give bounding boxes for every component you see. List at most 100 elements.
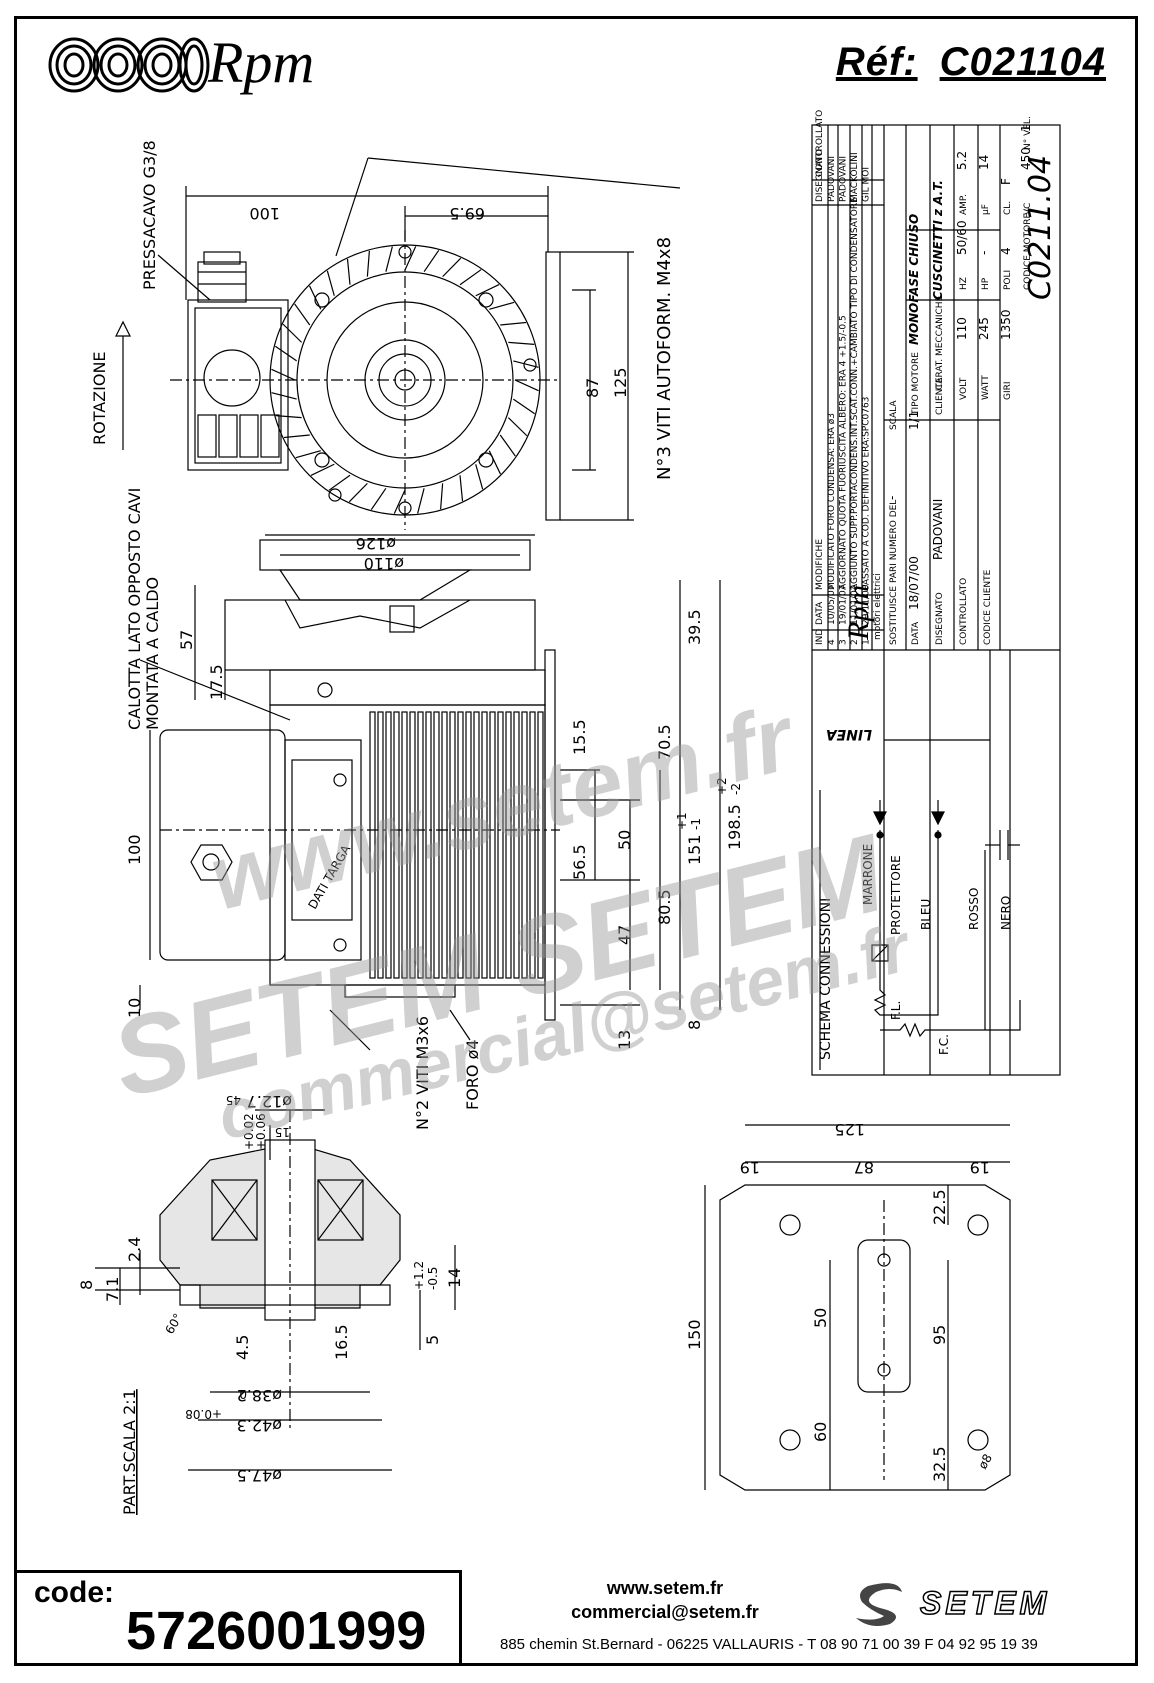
tb-poli: 4 [999, 247, 1013, 255]
cooling-fin [514, 379, 539, 392]
tb-giri-label: GIRI [1003, 381, 1013, 400]
top-view [115, 157, 681, 530]
tb-nvel: 1 [1019, 124, 1033, 132]
tb-volt: 110 [955, 317, 969, 340]
revision-date: 29/11/00 [862, 584, 872, 625]
body-rib [385, 711, 392, 979]
cooling-fin [385, 246, 393, 272]
tb-watt: 245 [977, 317, 991, 340]
tb-nvel-label: N° VEL. [1023, 116, 1033, 150]
tb-scala: 1/1 [907, 411, 921, 430]
body-rib [457, 711, 464, 979]
title-block [811, 124, 1061, 1076]
body-rib [401, 711, 408, 979]
dim-tol-12: +1.2 [412, 1261, 426, 1290]
dim-8-detail: 8 [77, 1280, 96, 1290]
cooling-fin [423, 249, 440, 273]
revision-date: 10/05/07 [827, 585, 837, 625]
body-rib [449, 711, 456, 979]
dim-13: 13 [615, 1030, 634, 1050]
cooling-fin [310, 463, 335, 476]
dim-87-top: 87 [583, 378, 602, 398]
wiring-schema [819, 790, 1021, 1070]
dim-tol-006: +0.06 [254, 1113, 268, 1150]
cooling-fin [442, 257, 462, 278]
cooling-fin [295, 450, 321, 459]
cooling-fin [328, 474, 351, 491]
schema-fc: F.C. [937, 1034, 951, 1055]
dim-15-5: 15.5 [570, 719, 589, 755]
cooling-fin [271, 368, 296, 381]
cooling-fin [370, 487, 387, 511]
cooling-fin [459, 475, 464, 502]
tb-data: 18/07/00 [907, 556, 921, 610]
website-link[interactable]: www.setem.fr [606, 1578, 724, 1598]
dim-198-tol-minus: -2 [729, 783, 743, 795]
ref-value: C021104 [939, 40, 1106, 84]
tb-cliente-label: CLIENTE [935, 377, 945, 415]
dim-19-right: 19 [970, 1158, 990, 1177]
viti-autoform-label: N°3 VITI AUTOFORM. M4x8 [654, 237, 675, 480]
dim-32-5: 32.5 [930, 1446, 949, 1482]
dim-4-5: 4.5 [233, 1335, 252, 1360]
tb-codice-motore: C0211.04 [1023, 155, 1058, 300]
dim-125-flange: 125 [834, 1120, 865, 1139]
body-rib [473, 711, 480, 979]
terminal-box-top [187, 299, 289, 471]
cooling-fin [475, 284, 500, 297]
rotazione-label: ROTAZIONE [90, 351, 109, 445]
body-rib [537, 711, 544, 979]
tb-disegnato-label: DISEGNATO [935, 592, 945, 645]
body-rib [441, 711, 448, 979]
dim-198-tol-plus: +2 [715, 777, 729, 795]
cooling-fin [475, 464, 484, 490]
body-rib [481, 711, 488, 979]
tb-sost-val: - [885, 496, 899, 500]
drawing-frame [14, 16, 1138, 1666]
tb-tipo-motore: MONOFASE CHIUSO [907, 214, 921, 345]
cooling-fin [294, 303, 311, 326]
dim-125-top: 125 [611, 367, 630, 398]
dim-14: 14 [445, 1268, 464, 1288]
tb-scala-label: SCALA [889, 400, 899, 430]
revision-desc: AGGIUNTO SUPP.PORTACONDENS.INT.SCAT.CONN… [850, 197, 860, 590]
fan-cover [224, 599, 536, 671]
schema-rosso: ROSSO [967, 888, 981, 930]
cable-gland-icon [197, 261, 247, 303]
tb-watt-label: WATT [981, 375, 991, 400]
revision-desc: MODIFICATO FORO CONDENSA: ERA ø3 [827, 413, 837, 590]
tb-poli-label: POLI [1003, 270, 1013, 290]
cooling-fin [499, 434, 516, 457]
dim-d42-3: ø42.3 [237, 1416, 282, 1435]
cooling-fin [404, 246, 417, 271]
dim-69-5: 69.5 [449, 204, 485, 223]
revision-date: 11/01/02 [850, 585, 860, 625]
dim-10: 10 [125, 998, 144, 1018]
foro-label: FORO ø4 [463, 1039, 482, 1110]
dim-d8: ø8 [975, 1452, 995, 1472]
tb-hp-label: HP [981, 277, 991, 290]
body-rib [369, 711, 376, 979]
tb-hz: 50/60 [955, 220, 969, 255]
revision-by: MACKOLINI [850, 152, 860, 202]
body-rib [505, 711, 512, 979]
body-rib [425, 711, 432, 979]
tb-carat: CUSCINETTI z A.T. [931, 180, 945, 300]
cooling-fin [508, 341, 535, 345]
revision-by: PADOVANI [827, 156, 837, 202]
dim-17-5: 17.5 [207, 664, 226, 700]
cooling-fin [271, 392, 297, 400]
dim-60-flange: 60 [811, 1422, 830, 1442]
dim-7-1: 7.1 [103, 1277, 122, 1302]
schema-linea: LINEA [826, 726, 872, 742]
tb-uf-label: µF [981, 204, 991, 215]
cooling-fin [274, 345, 298, 362]
body-rib [521, 711, 528, 979]
body-rib [409, 711, 416, 979]
tb-amp-label: AMP. [959, 194, 969, 215]
flange-edge-top [545, 251, 561, 521]
revision-desc: PASSATO A COD. DEFINITIVO ERA:SPC0763 [862, 397, 872, 590]
email-link[interactable]: commercial@setem.fr [571, 1602, 759, 1622]
body-rib [529, 711, 536, 979]
